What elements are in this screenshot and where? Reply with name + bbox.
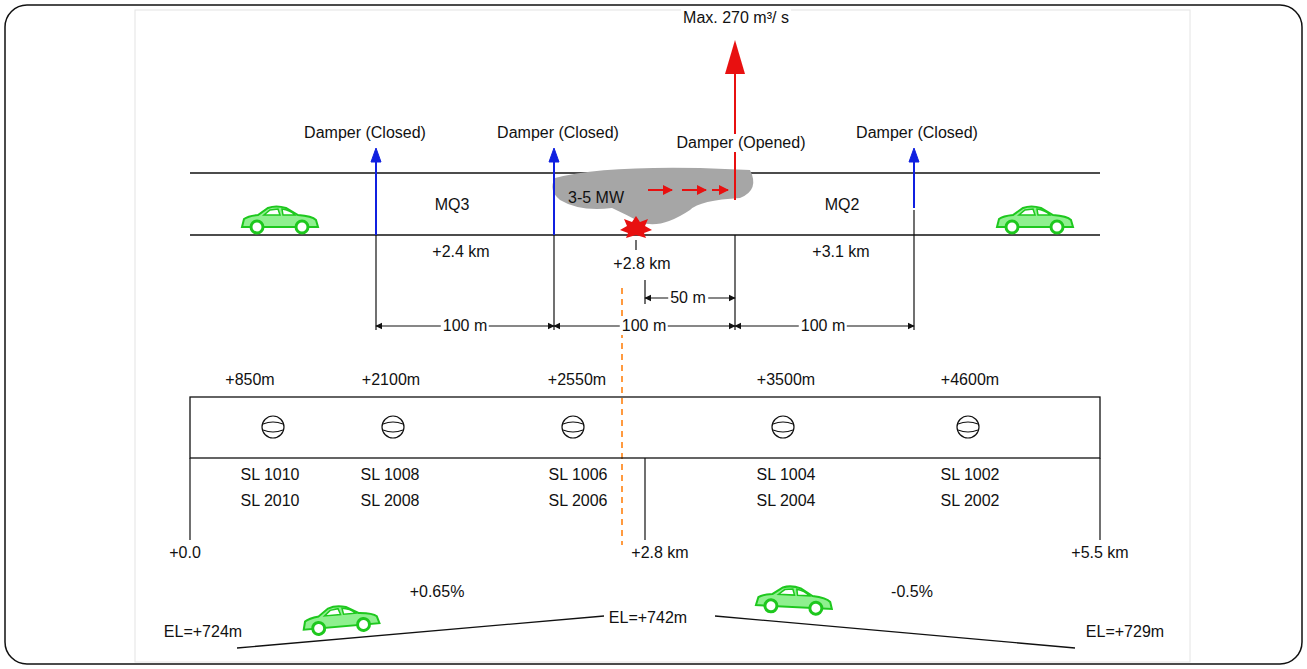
fire-symbol: [620, 216, 652, 238]
damper-label: Damper (Closed): [854, 124, 980, 142]
elevation-label: EL=+724m: [162, 623, 244, 641]
elevation-label: EL=+742m: [607, 609, 689, 627]
jet-fan: [382, 416, 404, 438]
elevation-label: EL=+729m: [1084, 623, 1166, 641]
fan-id: SL 2002: [938, 492, 1001, 510]
fan-chainage: +850m: [223, 371, 276, 389]
flow-label: Max. 270 m³/ s: [681, 9, 791, 27]
section-label: MQ2: [823, 196, 862, 214]
fire-power: 3-5 MW: [566, 189, 626, 207]
frame: [5, 5, 1302, 664]
jet-fan: [957, 416, 979, 438]
damper-label: Damper (Closed): [495, 124, 621, 142]
chainage: +0.0: [167, 544, 203, 562]
chainage: +3.1 km: [810, 243, 871, 261]
section-label: MQ3: [433, 196, 472, 214]
dimension: 50 m: [668, 289, 708, 307]
fan-id: SL 1002: [938, 466, 1001, 484]
elevation-label: -0.5%: [889, 583, 935, 601]
fan-chainage: +3500m: [755, 371, 817, 389]
fan-chainage: +2100m: [360, 371, 422, 389]
jet-fan: [262, 416, 284, 438]
dimension: 100 m: [620, 317, 668, 335]
elevation-label: +0.65%: [408, 583, 467, 601]
fan-id: SL 1010: [238, 466, 301, 484]
fan-id: SL 2008: [358, 492, 421, 510]
chainage: +2.8 km: [629, 544, 690, 562]
damper-label: Damper (Closed): [302, 124, 428, 142]
chainage: +2.8 km: [611, 255, 672, 273]
fan-id: SL 2010: [238, 492, 301, 510]
fan-id: SL 2004: [754, 492, 817, 510]
dimension: 100 m: [799, 317, 847, 335]
fan-id: SL 2006: [546, 492, 609, 510]
fan-id: SL 1006: [546, 466, 609, 484]
dimension: 100 m: [441, 317, 489, 335]
fan-id: SL 1004: [754, 466, 817, 484]
jet-fan: [772, 416, 794, 438]
damper-label: Damper (Opened): [675, 134, 808, 152]
chainage: +2.4 km: [430, 243, 491, 261]
fan-chainage: +2550m: [546, 371, 608, 389]
chainage: +5.5 km: [1069, 544, 1130, 562]
jet-fan: [562, 416, 584, 438]
fan-chainage: +4600m: [939, 371, 1001, 389]
fan-id: SL 1008: [358, 466, 421, 484]
